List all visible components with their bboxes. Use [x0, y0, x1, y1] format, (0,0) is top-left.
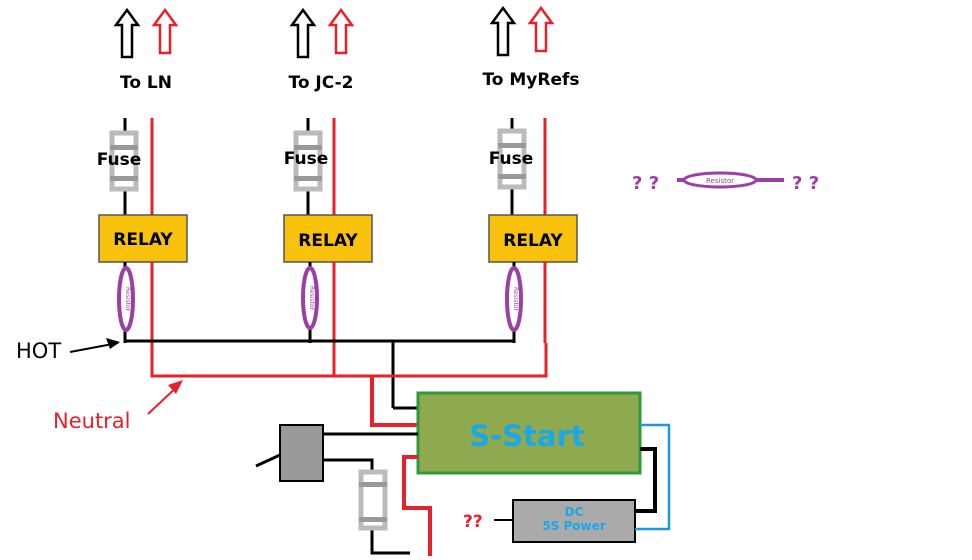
arrow-black-1 — [113, 7, 141, 59]
dc-power-line1: DC — [565, 505, 584, 519]
resistor-label-1: Resistor — [124, 287, 131, 312]
sstart-red-out — [402, 455, 432, 556]
relay-1: RELAY — [98, 214, 188, 263]
hot-label: HOT — [16, 339, 61, 363]
fuse-lower — [358, 469, 388, 531]
output-label-jc2: To JC-2 — [288, 73, 353, 93]
branch-1: Fuse RELAY Resistor — [97, 118, 188, 343]
neutral-label: Neutral — [53, 409, 131, 433]
resistor-label-option: Resistor — [706, 177, 734, 185]
resistor-vertical-3: Resistor — [505, 266, 523, 332]
hot-arrow — [69, 338, 120, 353]
neutral-bus — [150, 343, 548, 427]
relay-2: RELAY — [283, 214, 373, 263]
sstart-module: S-Start — [416, 391, 642, 475]
fuse-label-2: Fuse — [284, 149, 329, 169]
output-label-myrefs: To MyRefs — [482, 70, 579, 90]
resistor-option: ? ? Resistor ? ? — [632, 171, 819, 194]
switch-wires — [323, 432, 418, 555]
dc-power-module: DC 5S Power — [512, 499, 636, 543]
resistor-unknown-right: ? ? — [792, 173, 819, 194]
arrow-red-3 — [527, 5, 555, 53]
arrow-red-2 — [327, 7, 355, 55]
arrow-black-2 — [289, 7, 317, 59]
output-label-ln: To LN — [120, 73, 172, 93]
resistor-unknown-left: ? ? — [632, 173, 659, 194]
resistor-label-2: Resistor — [308, 286, 315, 311]
neutral-arrow — [147, 380, 183, 415]
dc-unknown-label: ?? — [463, 512, 483, 532]
arrow-black-3 — [489, 5, 517, 57]
relay-label-1: RELAY — [113, 230, 173, 250]
relay-label-2: RELAY — [298, 231, 358, 251]
relay-label-3: RELAY — [503, 231, 563, 251]
sstart-label: S-Start — [469, 419, 585, 453]
dc-blue-wire — [635, 423, 671, 531]
arrow-red-1 — [151, 7, 179, 55]
resistor-vertical-1: Resistor — [117, 266, 135, 332]
fuse-2 — [293, 130, 323, 192]
resistor-vertical-2: Resistor — [301, 266, 319, 330]
relay-3: RELAY — [488, 214, 578, 263]
fuse-1 — [109, 130, 139, 192]
dc-power-line2: 5S Power — [542, 519, 605, 533]
dc-black-wire — [635, 447, 657, 513]
fuse-label-1: Fuse — [97, 150, 142, 170]
fuse-3 — [497, 128, 527, 190]
branch-2: Fuse RELAY Resistor — [283, 118, 373, 343]
branch-3: Fuse RELAY Resistor — [488, 118, 578, 343]
fuse-label-3: Fuse — [489, 149, 534, 169]
resistor-label-3: Resistor — [512, 287, 519, 312]
switch-box — [255, 424, 324, 482]
